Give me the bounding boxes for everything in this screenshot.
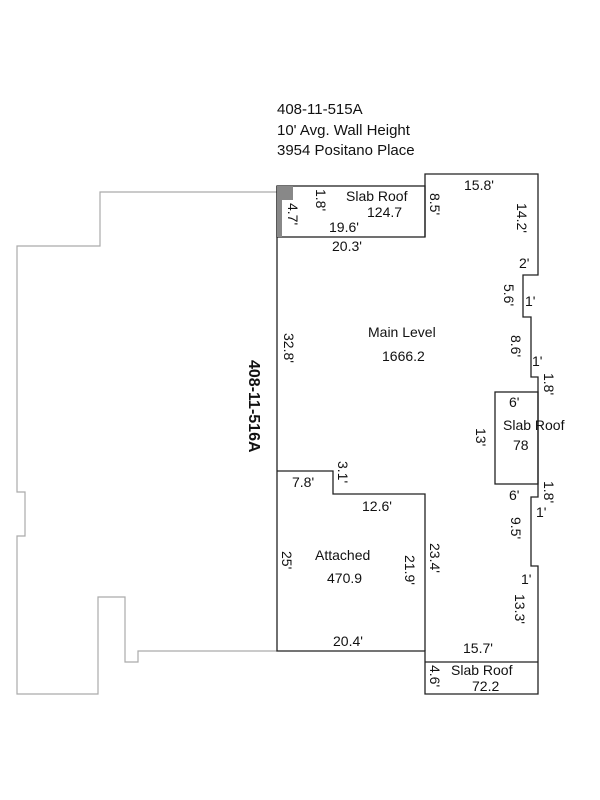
top-slab-area: 124.7: [367, 204, 402, 220]
dim-right-2: 5.6': [501, 284, 517, 306]
main-level-label: Main Level: [368, 324, 436, 340]
dim-att-top: 7.8': [292, 474, 314, 490]
right-slab-roof: [494, 391, 539, 485]
dim-att-top2: 12.6': [362, 498, 392, 514]
dim-att-left: 25': [279, 551, 295, 569]
dim-top-slab-left: 4.7': [285, 203, 301, 225]
address: 3954 Positano Place: [277, 142, 415, 159]
parcel-id: 408-11-515A: [277, 101, 363, 118]
attached-area: 470.9: [327, 570, 362, 586]
dim-top-slab-bottom: 20.3': [332, 238, 362, 254]
dim-right-3: 8.6': [508, 335, 524, 357]
dim-top-slab-h: 1.8': [313, 189, 329, 211]
dim-step-2: 1': [525, 293, 535, 309]
top-slab-label: Slab Roof: [346, 188, 408, 204]
neighbor-parcel-label: 408-11-516A: [245, 360, 262, 453]
dim-att-step: 3.1': [335, 461, 351, 483]
dim-right-5: 1.8': [541, 481, 557, 503]
dim-top-slab-right: 8.5': [427, 193, 443, 215]
dim-slab-top: 6': [509, 394, 519, 410]
dim-right-4: 1.8': [541, 373, 557, 395]
dim-att-bottom: 20.4': [333, 633, 363, 649]
dim-right-1: 14.2': [514, 203, 530, 233]
neighbor-outline: [16, 191, 277, 695]
bottom-slab-label: Slab Roof: [451, 662, 513, 678]
main-outline: [276, 173, 539, 695]
dim-top-slab-inner: 19.6': [329, 219, 359, 235]
dim-bottom-right: 15.7': [463, 640, 493, 656]
dim-right-7: 13.3': [512, 594, 528, 624]
dim-step-3: 1': [532, 353, 542, 369]
dim-bottom-slab-side: 4.6': [427, 665, 443, 687]
right-slab-label: Slab Roof: [503, 417, 565, 433]
dim-step-1: 2': [519, 255, 529, 271]
dim-top: 15.8': [464, 177, 494, 193]
dim-slab-side: 13': [473, 428, 489, 446]
dim-right-6: 9.5': [508, 517, 524, 539]
dim-left-main: 32.8': [281, 333, 297, 363]
bottom-slab-area: 72.2: [472, 678, 499, 694]
right-slab-area: 78: [513, 437, 529, 453]
dim-att-right: 21.9': [402, 555, 418, 585]
wall-height: 10' Avg. Wall Height: [277, 122, 411, 139]
top-slab-shade-edge: [277, 186, 282, 237]
dim-step-5: 1': [521, 571, 531, 587]
dim-slab-bottom: 6': [509, 487, 519, 503]
dim-main-inner: 23.4': [427, 543, 443, 573]
attached-outline: [277, 470, 426, 651]
attached-label: Attached: [315, 547, 370, 563]
main-level-area: 1666.2: [382, 348, 425, 364]
dim-step-4: 1': [536, 504, 546, 520]
